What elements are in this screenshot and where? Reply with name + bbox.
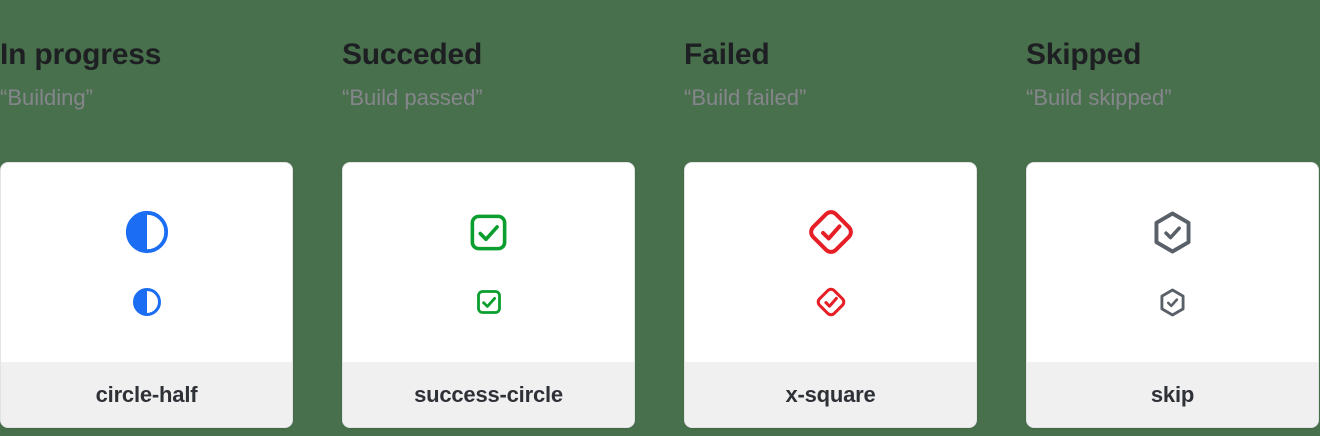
icon-card: skip (1026, 162, 1319, 428)
column-title: Succeded (342, 38, 483, 71)
circle-half-icon (132, 279, 162, 325)
column-status-quote: “Build failed” (684, 85, 807, 110)
icon-card-body (343, 163, 634, 362)
column-status-quote: “Building” (0, 85, 93, 110)
icon-card: success-circle (342, 162, 635, 428)
check-diamond-icon (803, 209, 859, 255)
icon-card: circle-half (0, 162, 293, 428)
column-succeeded: Succeded “Build passed” succes (342, 0, 635, 428)
column-status-quote: “Build skipped” (1026, 85, 1172, 110)
icon-card-footer: x-square (685, 362, 976, 427)
check-square-icon (475, 279, 503, 325)
column-in-progress: In progress “Building” circle- (0, 0, 293, 428)
column-status-quote: “Build passed” (342, 85, 483, 110)
check-diamond-icon (813, 279, 849, 325)
icon-card-footer: skip (1027, 362, 1318, 427)
column-failed: Failed “Build failed” x-square (684, 0, 977, 428)
check-square-icon (467, 209, 510, 255)
icon-card-body (1, 163, 292, 362)
icon-card: x-square (684, 162, 977, 428)
icon-card-body (1027, 163, 1318, 362)
check-hexagon-icon (1149, 209, 1196, 255)
icon-card-footer: circle-half (1, 362, 292, 427)
icon-name-label: circle-half (95, 381, 198, 407)
column-title: Failed (684, 38, 770, 71)
circle-half-icon (124, 209, 170, 255)
icon-card-body (685, 163, 976, 362)
column-title: In progress (0, 38, 162, 71)
icon-name-label: x-square (785, 381, 876, 407)
check-hexagon-icon (1157, 279, 1188, 325)
icon-card-footer: success-circle (343, 362, 634, 427)
icon-name-label: success-circle (414, 381, 563, 407)
column-title: Skipped (1026, 38, 1142, 71)
icon-name-label: skip (1150, 381, 1195, 407)
column-skipped: Skipped “Build skipped” skip (1026, 0, 1319, 428)
